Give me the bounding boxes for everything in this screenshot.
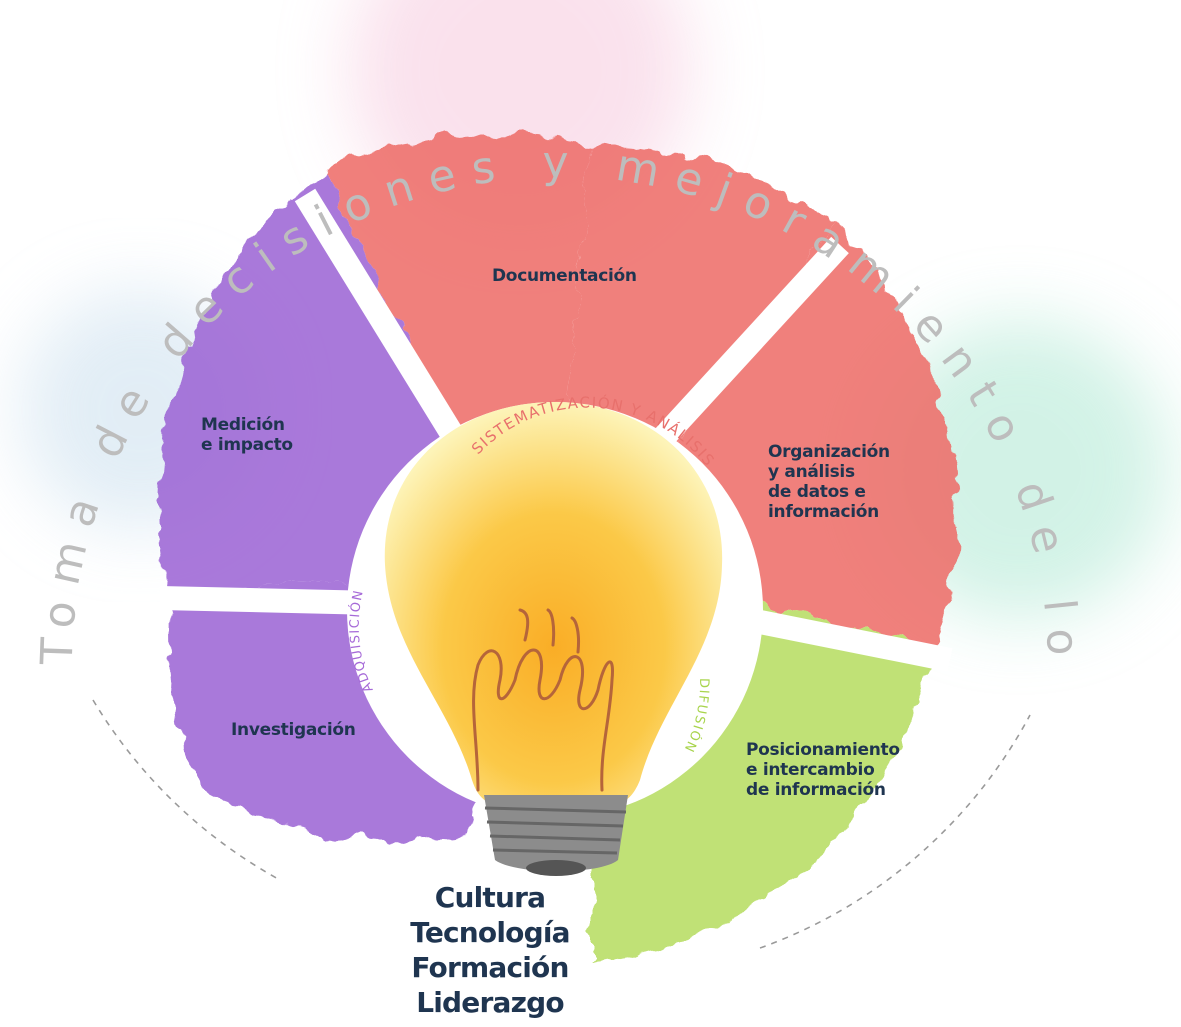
label-line: e intercambio	[746, 760, 875, 780]
label-investigacion: Investigación	[231, 720, 356, 740]
segment-documentacion	[562, 145, 835, 480]
label-line: Medición	[201, 415, 285, 435]
bulb-base	[484, 795, 628, 876]
label-line: e impacto	[201, 435, 293, 455]
label-line: información	[768, 502, 879, 522]
label-line: Documentación	[492, 266, 637, 286]
pillar-liderazgo: Liderazgo	[416, 986, 564, 1019]
pillar-cultura: Cultura	[434, 881, 546, 914]
label-line: Organización	[768, 442, 890, 462]
label-posicionamiento: Posicionamiento e intercambio de informa…	[746, 740, 900, 800]
label-documentacion: Documentación	[492, 266, 637, 286]
pillars-list: Cultura Tecnología Formación Liderazgo	[380, 880, 600, 1020]
label-line: Posicionamiento	[746, 740, 900, 760]
dashed-outer-arc	[92, 699, 1031, 949]
label-line: de datos e	[768, 482, 866, 502]
pillar-formacion: Formación	[411, 951, 569, 984]
label-line: y análisis	[768, 462, 855, 482]
lightbulb-icon	[384, 402, 723, 876]
label-medicion: Medición e impacto	[201, 415, 293, 455]
label-line: de información	[746, 780, 886, 800]
label-organizacion: Organización y análisis de datos e infor…	[768, 442, 890, 522]
pillar-tecnologia: Tecnología	[410, 916, 570, 949]
label-line: Investigación	[231, 720, 356, 740]
